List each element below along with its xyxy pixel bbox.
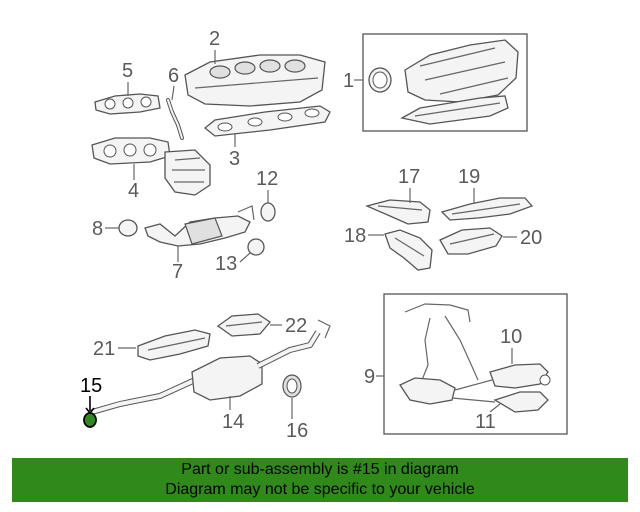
callout-9: 9 bbox=[364, 366, 375, 388]
banner-line-disclaimer: Diagram may not be specific to your vehi… bbox=[165, 481, 475, 498]
front-pipe-part-7[interactable] bbox=[144, 205, 255, 247]
exhaust-parts-diagram: 1 2 3 5 6 bbox=[80, 28, 568, 442]
callout-15: 15 bbox=[80, 375, 102, 397]
gasket-part-15-highlighted[interactable] bbox=[83, 412, 97, 428]
callout-11: 11 bbox=[475, 411, 496, 433]
callout-4: 4 bbox=[128, 180, 139, 202]
callout-21: 21 bbox=[93, 338, 115, 360]
heat-shield-part-20[interactable] bbox=[439, 227, 503, 255]
callout-17: 17 bbox=[398, 166, 420, 188]
upper-manifold-part-2[interactable] bbox=[184, 54, 326, 107]
gasket-part-5[interactable] bbox=[94, 93, 161, 115]
callout-7: 7 bbox=[172, 261, 183, 283]
heat-shield-part-18[interactable] bbox=[384, 229, 433, 271]
banner-line-part-number: Part or sub-assembly is #15 in diagram bbox=[181, 461, 459, 478]
callout-19: 19 bbox=[458, 166, 480, 188]
callout-18: 18 bbox=[344, 225, 366, 247]
heat-shield-part-22[interactable] bbox=[216, 313, 271, 337]
gasket-ring-part-8[interactable] bbox=[118, 219, 138, 237]
callout-12: 12 bbox=[256, 168, 278, 190]
callout-5: 5 bbox=[122, 60, 133, 82]
exhaust-manifold-part-4[interactable] bbox=[91, 137, 211, 196]
heat-shield-part-17[interactable] bbox=[365, 199, 431, 225]
callout-13: 13 bbox=[215, 253, 237, 275]
heat-shield-part-21[interactable] bbox=[137, 329, 211, 361]
callout-10: 10 bbox=[500, 326, 522, 348]
callout-2: 2 bbox=[209, 28, 220, 50]
callout-16: 16 bbox=[286, 420, 308, 442]
intake-manifold-assembly[interactable] bbox=[368, 39, 519, 125]
gasket-ring-part-13[interactable] bbox=[247, 238, 265, 256]
y-pipe-assembly-part-9[interactable] bbox=[399, 303, 551, 413]
info-banner: Part or sub-assembly is #15 in diagram D… bbox=[12, 458, 628, 502]
tube-part-6[interactable] bbox=[166, 98, 184, 140]
callout-6: 6 bbox=[168, 65, 179, 87]
callout-22: 22 bbox=[285, 315, 307, 337]
callout-3: 3 bbox=[229, 148, 240, 170]
gasket-ring-part-12[interactable] bbox=[260, 202, 276, 222]
callout-8: 8 bbox=[92, 218, 103, 240]
tailpipe-muffler-part-14[interactable] bbox=[91, 319, 331, 415]
heat-shield-part-19[interactable] bbox=[440, 197, 534, 221]
callout-20: 20 bbox=[520, 227, 542, 249]
gasket-part-3[interactable] bbox=[203, 105, 331, 137]
callout-1: 1 bbox=[343, 70, 354, 92]
callout-14: 14 bbox=[222, 411, 244, 433]
hanger-part-16[interactable] bbox=[282, 374, 302, 398]
